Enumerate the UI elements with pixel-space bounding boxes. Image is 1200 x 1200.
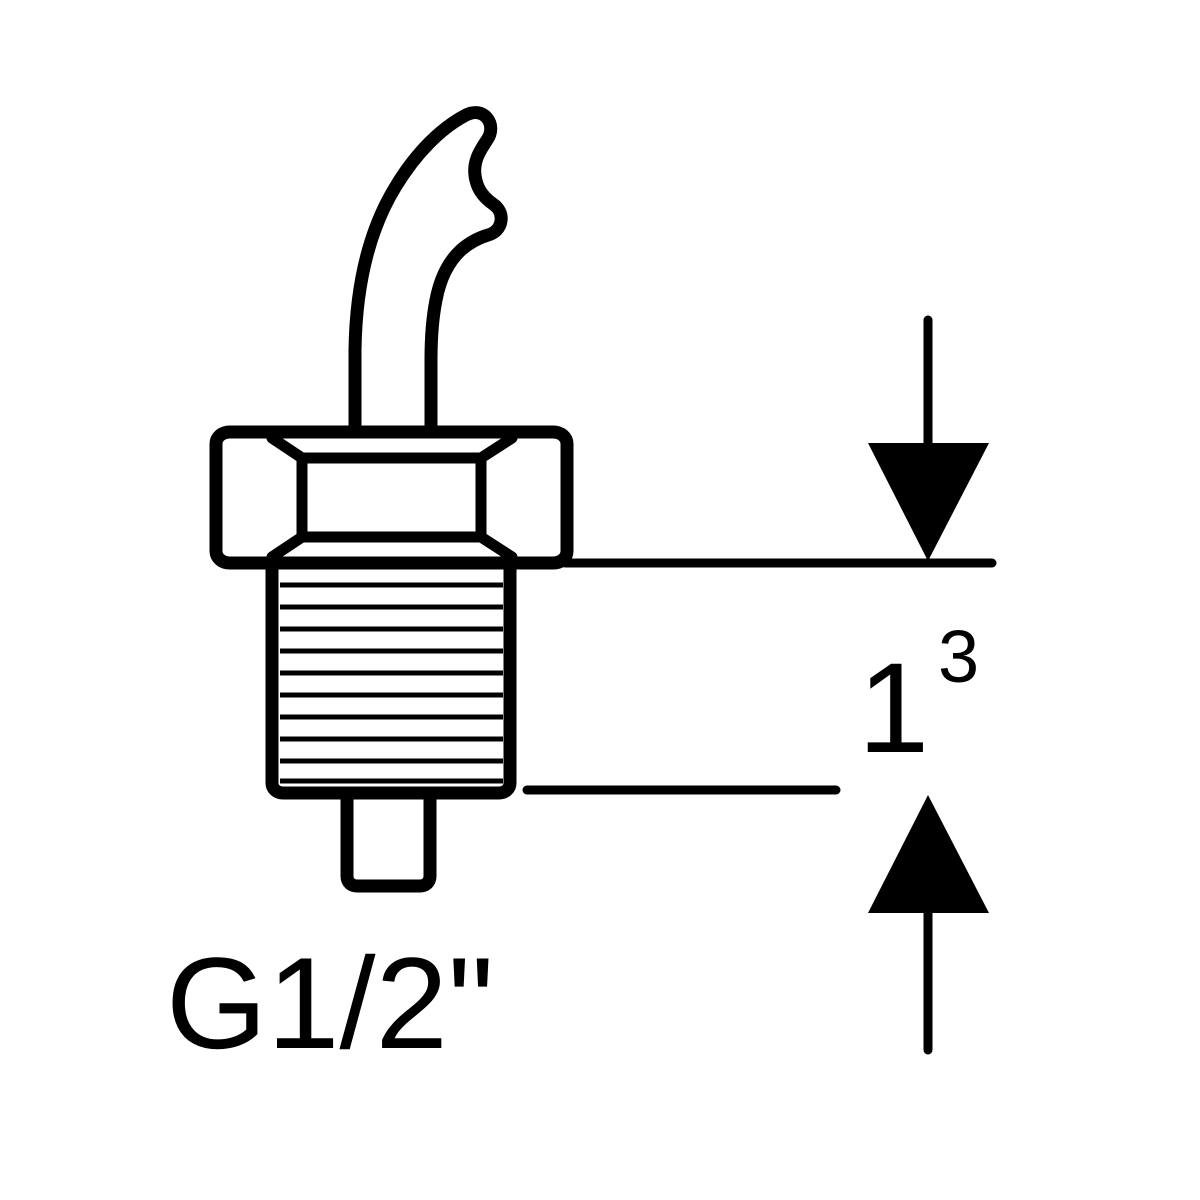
vertical-dimension-line bbox=[868, 315, 989, 1055]
arrow-down-icon bbox=[868, 443, 989, 561]
hex-nut bbox=[209, 425, 574, 570]
bottom-pin bbox=[340, 786, 437, 893]
curved-probe-tube bbox=[348, 106, 508, 439]
reference-lines bbox=[522, 558, 997, 795]
dimension-label: 1 3 bbox=[858, 615, 979, 780]
threaded-body-outline bbox=[265, 556, 517, 800]
hex-facet-right bbox=[475, 432, 518, 563]
hex-nut-outline bbox=[209, 425, 574, 570]
thread-spec-label: G1/2" bbox=[166, 930, 494, 1076]
dimension-value-text: 1 bbox=[858, 637, 929, 780]
bottom-pin-outline bbox=[340, 786, 437, 893]
dimension-superscript-text: 3 bbox=[938, 615, 979, 698]
hex-facet-left bbox=[266, 432, 308, 563]
arrow-up-icon bbox=[868, 795, 989, 913]
probe-tube-outline bbox=[348, 106, 508, 439]
thread-lines bbox=[280, 582, 503, 784]
threaded-body bbox=[265, 556, 517, 800]
thread-spec-text: G1/2" bbox=[166, 930, 494, 1076]
